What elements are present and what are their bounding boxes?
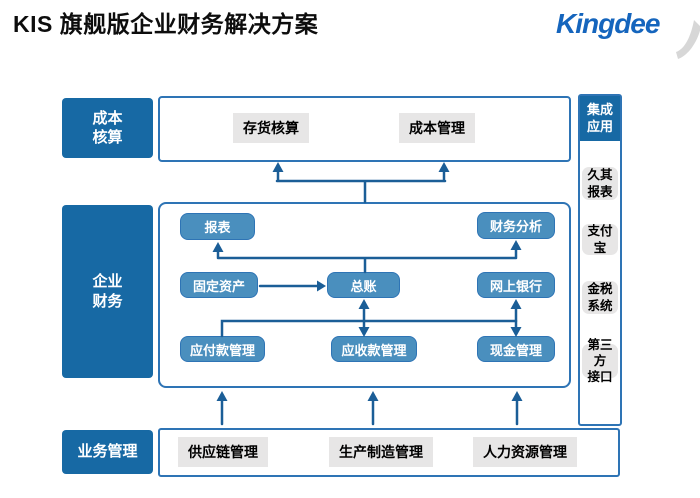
- module-manufacturing-management: 生产制造管理: [329, 437, 433, 467]
- integration-third-party-interface: 第三方 接口: [582, 338, 618, 384]
- row-header-cost-accounting: 成本 核算: [62, 98, 153, 158]
- lines-business-to-finance: [220, 398, 519, 426]
- page-title: KIS 旗舰版企业财务解决方案: [13, 11, 319, 37]
- kingdee-logo: Kingdee: [556, 8, 660, 39]
- logo-swoosh-icon: [676, 20, 700, 59]
- integration-alipay: 支付宝: [582, 224, 618, 255]
- node-cash-management: 现金管理: [477, 336, 555, 362]
- node-fixed-assets: 固定资产: [180, 272, 258, 298]
- module-hr-management: 人力资源管理: [473, 437, 577, 467]
- module-supply-chain-management: 供应链管理: [178, 437, 268, 467]
- node-reports: 报表: [180, 213, 255, 240]
- panel-integrated-apps: 集成 应用 久其 报表 支付宝 金税 系统 第三方 接口: [578, 94, 622, 426]
- integration-jiuqi-reports: 久其 报表: [582, 167, 618, 200]
- node-receivables-management: 应收款管理: [331, 336, 417, 362]
- row-header-business-management: 业务管理: [62, 430, 153, 474]
- module-inventory-accounting: 存货核算: [233, 113, 309, 143]
- panel-cost-accounting: [158, 96, 571, 162]
- node-online-banking: 网上银行: [477, 272, 555, 298]
- row-header-enterprise-finance: 企业 财务: [62, 205, 153, 378]
- integration-golden-tax: 金税 系统: [582, 281, 618, 314]
- line-finance-to-cost: [275, 168, 447, 204]
- node-financial-analysis: 财务分析: [477, 212, 555, 239]
- node-payables-management: 应付款管理: [180, 336, 265, 362]
- node-general-ledger: 总账: [327, 272, 400, 298]
- module-cost-management: 成本管理: [399, 113, 475, 143]
- integration-header: 集成 应用: [580, 96, 620, 141]
